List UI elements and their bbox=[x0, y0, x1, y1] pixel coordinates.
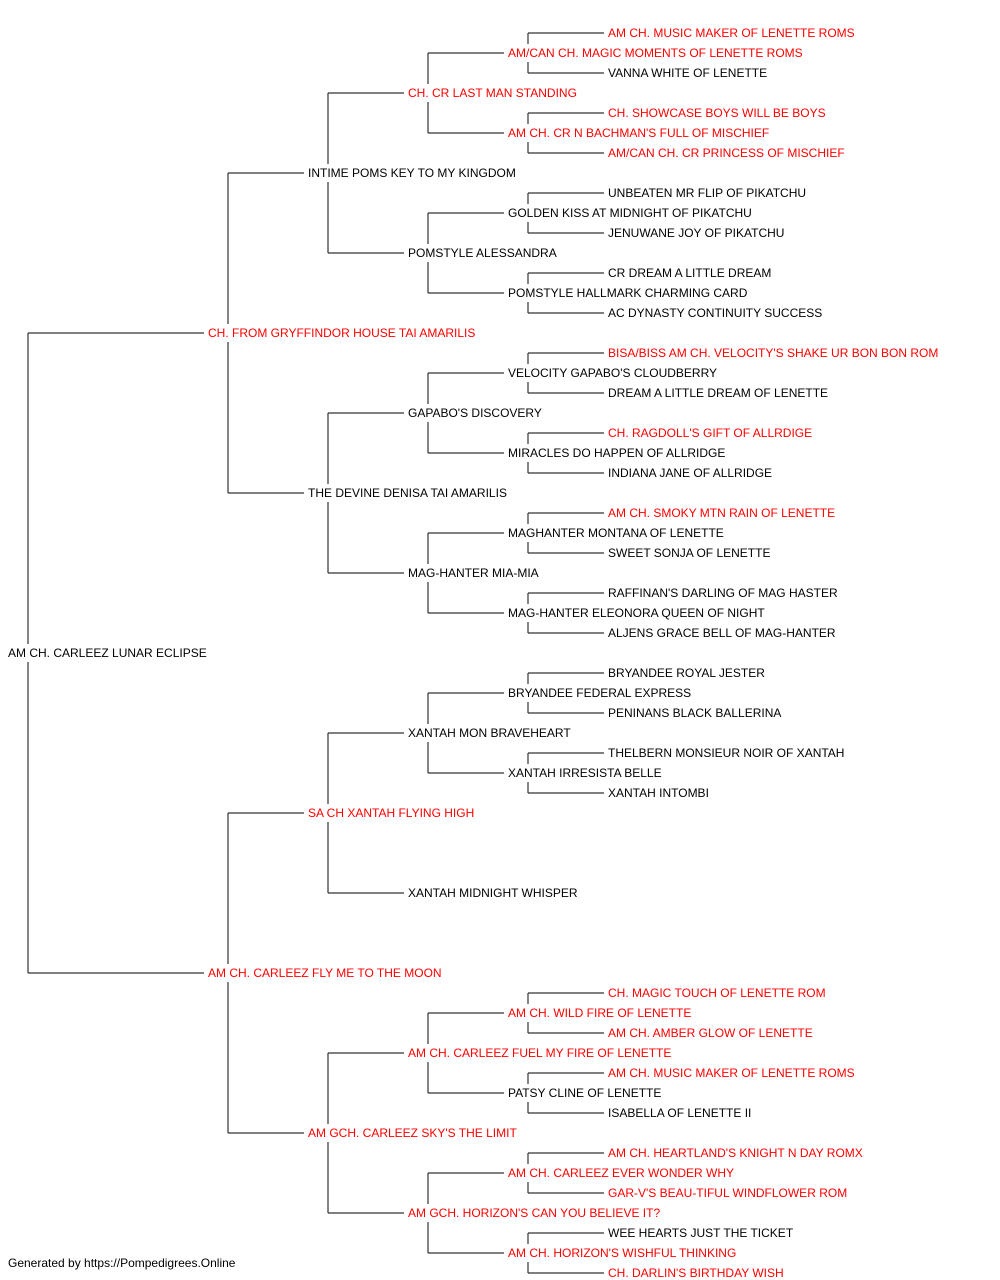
ancestor-name: CH. DARLIN'S BIRTHDAY WISH bbox=[608, 1266, 784, 1280]
ancestor-name: GAPABO'S DISCOVERY bbox=[408, 406, 542, 420]
ancestor-name: GOLDEN KISS AT MIDNIGHT OF PIKATCHU bbox=[508, 206, 752, 220]
ancestor-name: VANNA WHITE OF LENETTE bbox=[608, 66, 767, 80]
ancestor-name: AM CH. CARLEEZ FUEL MY FIRE OF LENETTE bbox=[408, 1046, 671, 1060]
ancestor-name: CH. MAGIC TOUCH OF LENETTE ROM bbox=[608, 986, 826, 1000]
ancestor-name: POMSTYLE HALLMARK CHARMING CARD bbox=[508, 286, 748, 300]
ancestor-name: CH. FROM GRYFFINDOR HOUSE TAI AMARILIS bbox=[208, 326, 475, 340]
ancestor-name: RAFFINAN'S DARLING OF MAG HASTER bbox=[608, 586, 838, 600]
ancestor-name: VELOCITY GAPABO'S CLOUDBERRY bbox=[508, 366, 717, 380]
ancestor-name: XANTAH MIDNIGHT WHISPER bbox=[408, 886, 578, 900]
ancestor-name: INTIME POMS KEY TO MY KINGDOM bbox=[308, 166, 516, 180]
ancestor-name: SA CH XANTAH FLYING HIGH bbox=[308, 806, 474, 820]
ancestor-name: INDIANA JANE OF ALLRIDGE bbox=[608, 466, 772, 480]
ancestor-name: BRYANDEE ROYAL JESTER bbox=[608, 666, 765, 680]
ancestor-name: AM/CAN CH. MAGIC MOMENTS OF LENETTE ROMS bbox=[508, 46, 803, 60]
subject-dog-name: AM CH. CARLEEZ LUNAR ECLIPSE bbox=[8, 646, 207, 660]
ancestor-name: MAG-HANTER MIA-MIA bbox=[408, 566, 539, 580]
ancestor-name: ALJENS GRACE BELL OF MAG-HANTER bbox=[608, 626, 836, 640]
ancestor-name: XANTAH MON BRAVEHEART bbox=[408, 726, 571, 740]
footer-credit: Generated by https://Pompedigrees.Online bbox=[8, 1256, 236, 1270]
ancestor-name: XANTAH IRRESISTA BELLE bbox=[508, 766, 662, 780]
ancestor-name: WEE HEARTS JUST THE TICKET bbox=[608, 1226, 794, 1240]
ancestor-name: CH. RAGDOLL'S GIFT OF ALLRDIGE bbox=[608, 426, 812, 440]
ancestor-name: BRYANDEE FEDERAL EXPRESS bbox=[508, 686, 691, 700]
ancestor-name: ISABELLA OF LENETTE II bbox=[608, 1106, 751, 1120]
ancestor-name: AM GCH. CARLEEZ SKY'S THE LIMIT bbox=[308, 1126, 517, 1140]
ancestor-name: AM CH. HORIZON'S WISHFUL THINKING bbox=[508, 1246, 736, 1260]
ancestor-name: POMSTYLE ALESSANDRA bbox=[408, 246, 557, 260]
ancestor-name: AM CH. WILD FIRE OF LENETTE bbox=[508, 1006, 691, 1020]
ancestor-name: BISA/BISS AM CH. VELOCITY'S SHAKE UR BON… bbox=[608, 346, 938, 360]
ancestor-name: SWEET SONJA OF LENETTE bbox=[608, 546, 770, 560]
ancestor-name: MAGHANTER MONTANA OF LENETTE bbox=[508, 526, 724, 540]
ancestor-name: AC DYNASTY CONTINUITY SUCCESS bbox=[608, 306, 822, 320]
ancestor-name: CR DREAM A LITTLE DREAM bbox=[608, 266, 771, 280]
ancestor-name: AM CH. CR N BACHMAN'S FULL OF MISCHIEF bbox=[508, 126, 769, 140]
ancestor-name: GAR-V'S BEAU-TIFUL WINDFLOWER ROM bbox=[608, 1186, 847, 1200]
ancestor-name: PATSY CLINE OF LENETTE bbox=[508, 1086, 661, 1100]
ancestor-name: THELBERN MONSIEUR NOIR OF XANTAH bbox=[608, 746, 844, 760]
ancestor-name: PENINANS BLACK BALLERINA bbox=[608, 706, 781, 720]
ancestor-name: AM CH. AMBER GLOW OF LENETTE bbox=[608, 1026, 813, 1040]
ancestor-name: CH. CR LAST MAN STANDING bbox=[408, 86, 577, 100]
ancestor-name: DREAM A LITTLE DREAM OF LENETTE bbox=[608, 386, 828, 400]
ancestor-name: AM CH. MUSIC MAKER OF LENETTE ROMS bbox=[608, 26, 855, 40]
ancestor-name: MAG-HANTER ELEONORA QUEEN OF NIGHT bbox=[508, 606, 765, 620]
ancestor-name: MIRACLES DO HAPPEN OF ALLRIDGE bbox=[508, 446, 725, 460]
ancestor-name: UNBEATEN MR FLIP OF PIKATCHU bbox=[608, 186, 806, 200]
ancestor-name: AM CH. SMOKY MTN RAIN OF LENETTE bbox=[608, 506, 835, 520]
ancestor-name: AM CH. CARLEEZ FLY ME TO THE MOON bbox=[208, 966, 442, 980]
ancestor-name: AM/CAN CH. CR PRINCESS OF MISCHIEF bbox=[608, 146, 845, 160]
ancestor-name: JENUWANE JOY OF PIKATCHU bbox=[608, 226, 784, 240]
ancestor-name: AM CH. HEARTLAND'S KNIGHT N DAY ROMX bbox=[608, 1146, 863, 1160]
ancestor-name: XANTAH INTOMBI bbox=[608, 786, 709, 800]
ancestor-name: AM CH. MUSIC MAKER OF LENETTE ROMS bbox=[608, 1066, 855, 1080]
ancestor-name: AM GCH. HORIZON'S CAN YOU BELIEVE IT? bbox=[408, 1206, 660, 1220]
ancestor-name: THE DEVINE DENISA TAI AMARILIS bbox=[308, 486, 507, 500]
ancestor-name: AM CH. CARLEEZ EVER WONDER WHY bbox=[508, 1166, 734, 1180]
ancestor-name: CH. SHOWCASE BOYS WILL BE BOYS bbox=[608, 106, 826, 120]
